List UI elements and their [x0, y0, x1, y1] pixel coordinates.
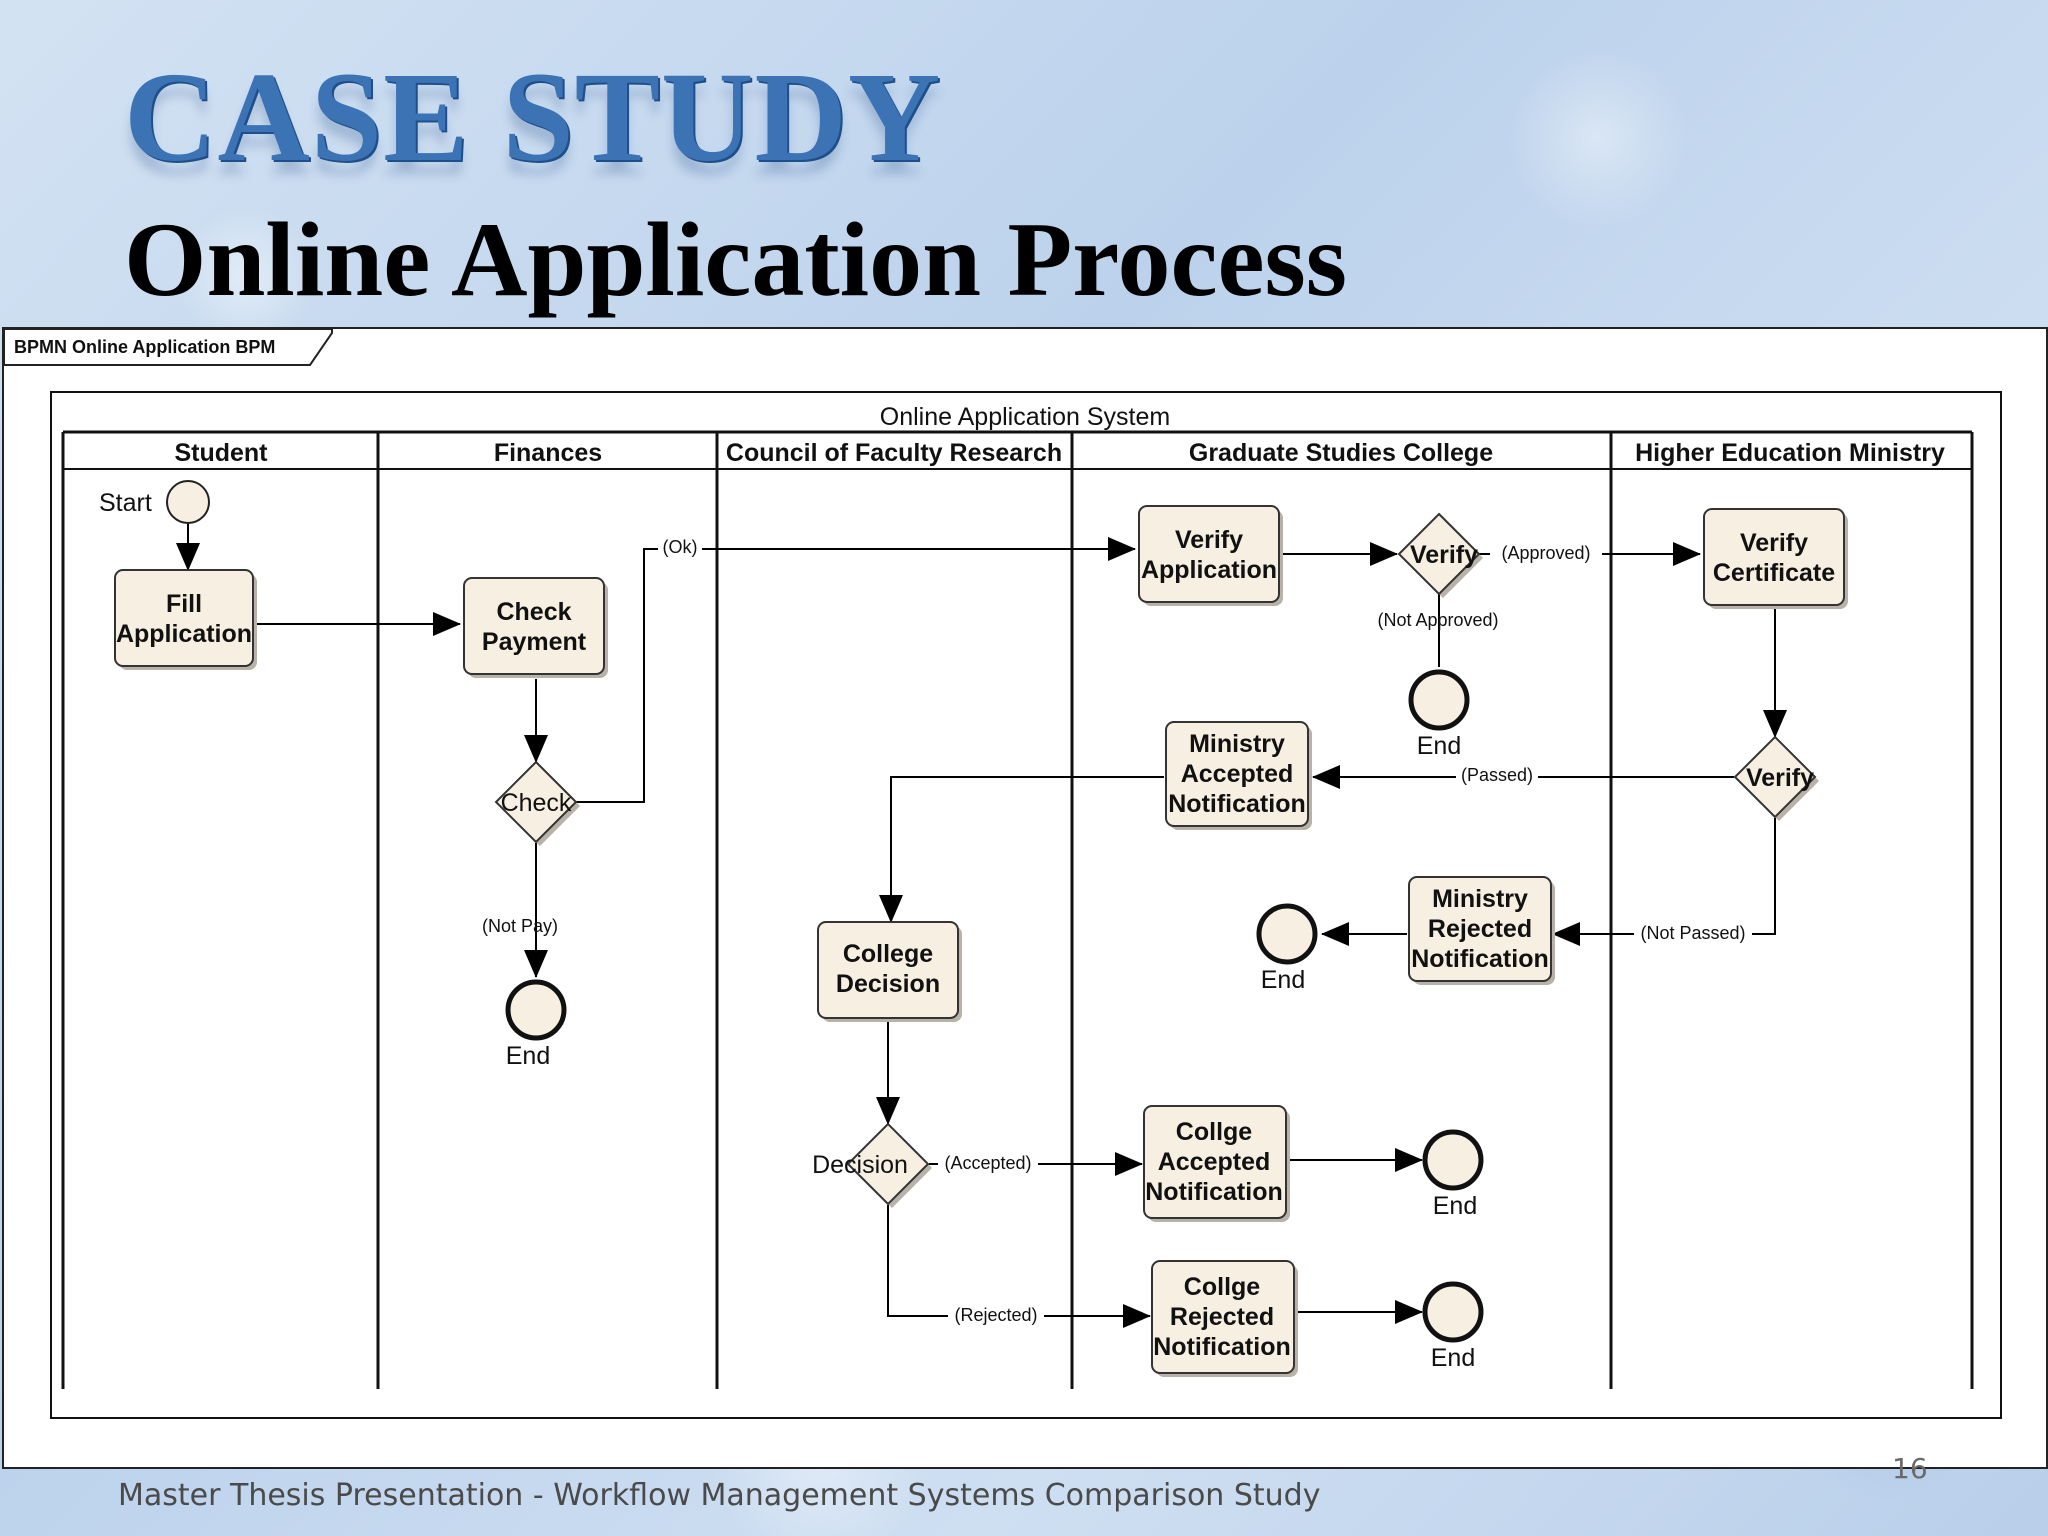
flow-not-passed-to-ministry-rejected [1552, 818, 1776, 946]
flow-label-not-passed: (Not Passed) [1640, 923, 1745, 943]
svg-text:Rejected: Rejected [1428, 915, 1532, 943]
svg-text:End: End [506, 1042, 550, 1070]
task-fill-application: Fill Application [114, 569, 257, 670]
svg-text:Fill: Fill [166, 590, 202, 618]
svg-text:Application: Application [116, 620, 252, 648]
flow-labels: (Ok) (Not Pay) (Approved) (Not Approved)… [482, 537, 1752, 1327]
swimlanes: Student Finances Council of Faculty Rese… [61, 430, 1974, 1389]
start-label: Start [99, 489, 152, 517]
svg-text:Verify: Verify [1746, 764, 1814, 792]
task-college-accepted-notification: Collge Accepted Notification [1143, 1105, 1290, 1222]
diagram-tab-label: BPMN Online Application BPM [14, 337, 275, 357]
lane-header-student: Student [174, 439, 268, 467]
end-event-not-pay: End [505, 979, 567, 1070]
svg-text:Verify: Verify [1740, 529, 1808, 557]
slide-subtitle: Online Application Process [124, 201, 1348, 318]
svg-text:Ministry: Ministry [1432, 885, 1528, 913]
flow-label-not-approved: (Not Approved) [1377, 610, 1498, 630]
task-check-payment: Check Payment [463, 577, 608, 678]
svg-text:Collge: Collge [1184, 1273, 1260, 1301]
end-event-college-rejected: End [1422, 1281, 1484, 1372]
task-verify-application: Verify Application [1138, 505, 1283, 606]
slide-title: CASE STUDY [124, 46, 942, 188]
gateway-check: Check [494, 760, 580, 846]
flow-rejected-to-college-rejected [887, 1205, 1151, 1328]
bpmn-diagram-frame: BPMN Online Application BPM Online Appli… [2, 327, 2048, 1469]
svg-text:Notification: Notification [1153, 1333, 1291, 1361]
svg-text:Notification: Notification [1145, 1178, 1283, 1206]
task-college-decision: College Decision [817, 921, 962, 1022]
flow-ok-to-verify-application [575, 537, 1136, 803]
lane-header-council: Council of Faculty Research [726, 439, 1062, 467]
svg-text:Notification: Notification [1411, 945, 1549, 973]
svg-text:Verify: Verify [1410, 541, 1478, 569]
svg-text:End: End [1433, 1192, 1477, 1220]
task-ministry-accepted-notification: Ministry Accepted Notification [1165, 721, 1312, 830]
svg-text:Collge: Collge [1176, 1118, 1252, 1146]
lane-header-ministry: Higher Education Ministry [1635, 439, 1945, 467]
diagram-tab: BPMN Online Application BPM [4, 329, 333, 366]
task-ministry-rejected-notification: Ministry Rejected Notification [1408, 876, 1555, 985]
svg-text:End: End [1431, 1344, 1475, 1372]
flow-label-not-pay: (Not Pay) [482, 916, 558, 936]
pool-title: Online Application System [880, 403, 1170, 431]
svg-text:Notification: Notification [1168, 790, 1306, 818]
svg-text:End: End [1417, 732, 1461, 760]
page-number: 16 [1892, 1452, 1928, 1485]
svg-text:Certificate: Certificate [1713, 559, 1835, 587]
gateway-decision: Decision [812, 1122, 932, 1208]
svg-text:Rejected: Rejected [1170, 1303, 1274, 1331]
svg-text:Decision: Decision [812, 1151, 908, 1179]
end-event-college-accepted: End [1422, 1129, 1484, 1220]
svg-text:Check: Check [496, 598, 571, 626]
lane-header-graduate-college: Graduate Studies College [1189, 439, 1493, 467]
svg-text:Ministry: Ministry [1189, 730, 1285, 758]
lane-header-finances: Finances [494, 439, 602, 467]
flow-label-passed: (Passed) [1461, 765, 1533, 785]
svg-text:Decision: Decision [836, 970, 940, 998]
flow-label-ok: (Ok) [663, 537, 698, 557]
flow-label-rejected: (Rejected) [954, 1305, 1037, 1325]
task-college-rejected-notification: Collge Rejected Notification [1151, 1260, 1298, 1377]
end-event-not-approved: End [1408, 669, 1470, 760]
svg-text:Application: Application [1141, 556, 1277, 584]
svg-text:College: College [843, 940, 933, 968]
gateway-verify-certificate: Verify [1733, 735, 1819, 821]
bpmn-diagram: BPMN Online Application BPM Online Appli… [4, 329, 2002, 1419]
gateway-verify-application: Verify [1397, 512, 1483, 598]
task-verify-certificate: Verify Certificate [1703, 508, 1848, 609]
svg-text:Accepted: Accepted [1158, 1148, 1271, 1176]
svg-text:Accepted: Accepted [1181, 760, 1294, 788]
svg-text:Payment: Payment [482, 628, 587, 656]
flow-ministry-accepted-to-college-decision [879, 776, 1164, 923]
svg-text:Check: Check [501, 789, 572, 817]
svg-text:End: End [1261, 966, 1305, 994]
slide-footer: Master Thesis Presentation - Workflow Ma… [118, 1478, 1321, 1513]
flow-label-approved: (Approved) [1501, 543, 1590, 563]
flow-label-accepted: (Accepted) [944, 1153, 1031, 1173]
start-event: Start [99, 480, 210, 524]
svg-text:Verify: Verify [1175, 526, 1243, 554]
end-event-ministry-rejected: End [1256, 903, 1318, 994]
